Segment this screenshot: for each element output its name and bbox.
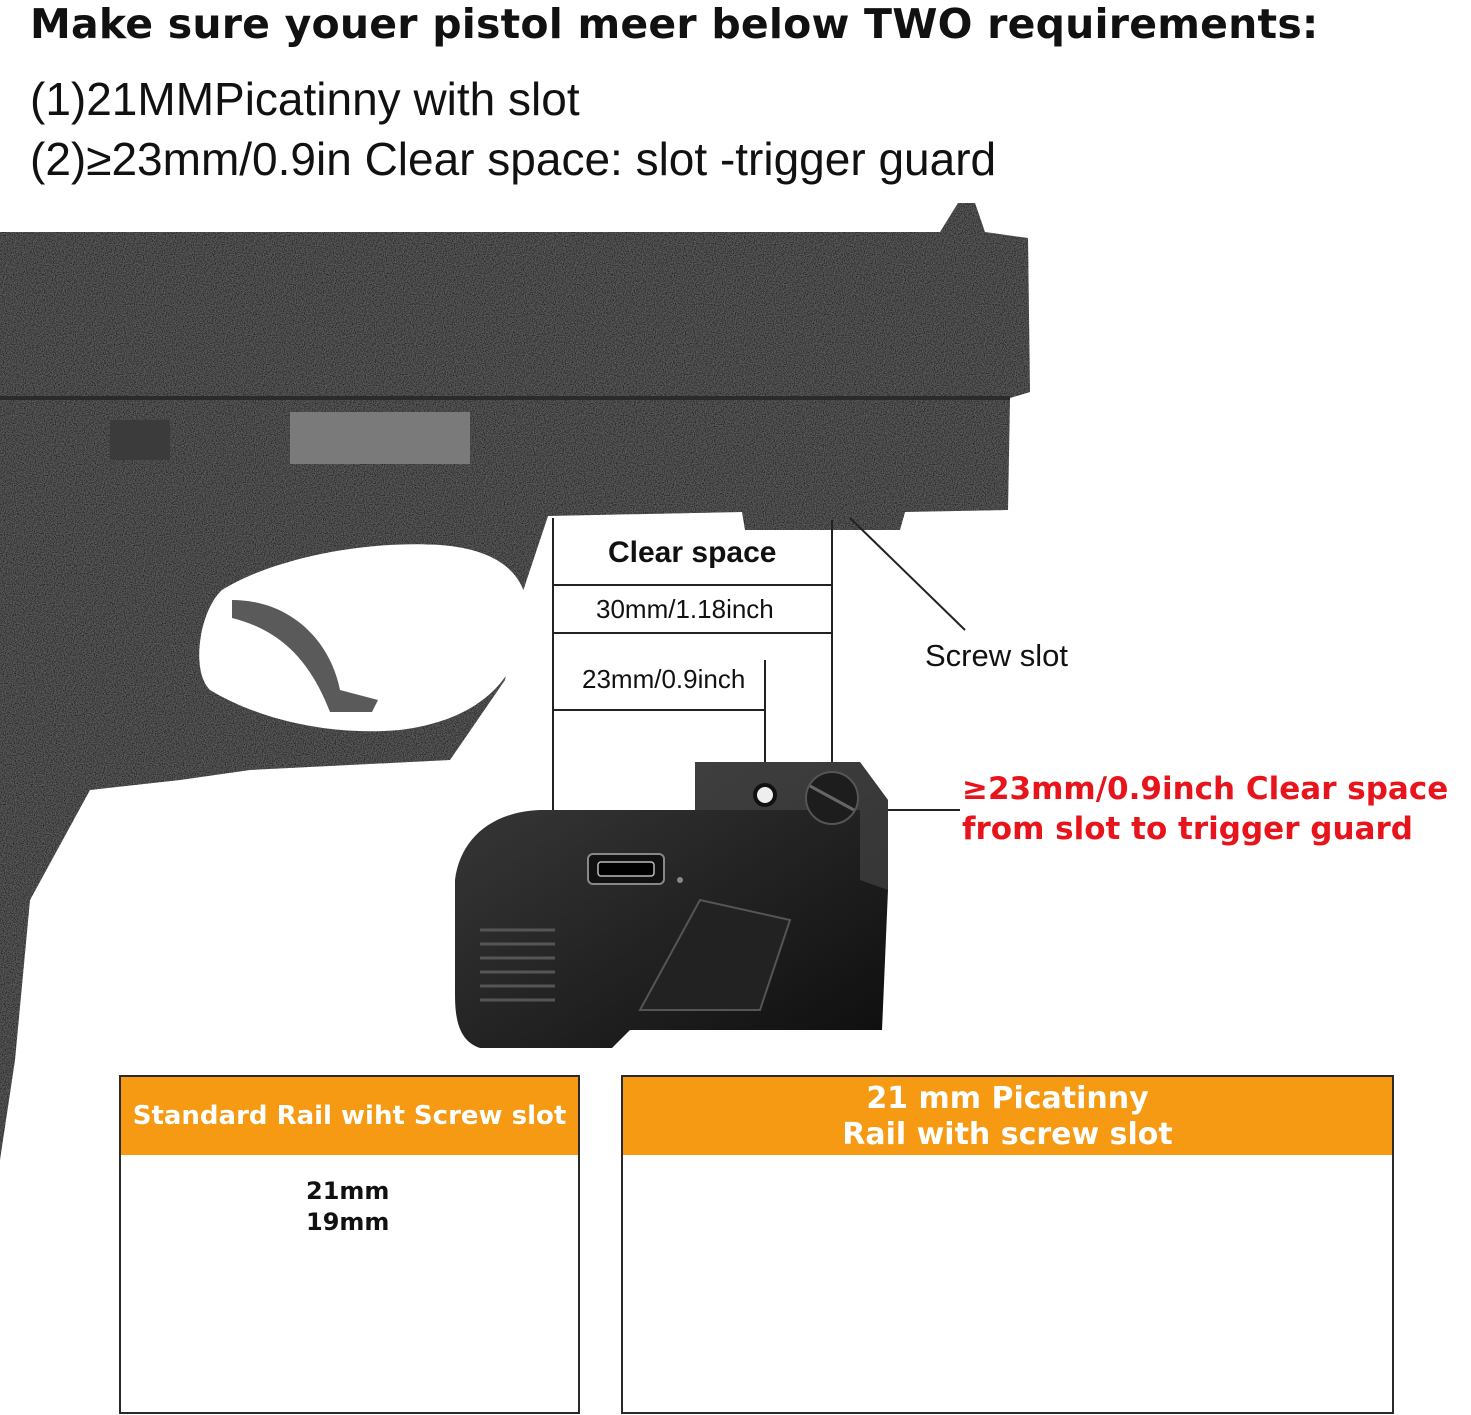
clear-space-note-line2: from slot to trigger guard — [962, 811, 1413, 847]
picatinny-rail-panel-title: 21 mm Picatinny Rail with screw slot — [623, 1077, 1392, 1155]
picatinny-title-line1: 21 mm Picatinny — [866, 1081, 1149, 1116]
screw-slot-label: Screw slot — [925, 638, 1068, 673]
rail-width-19mm-label: 19mm — [306, 1208, 390, 1236]
measure-30mm-label: 30mm/1.18inch — [596, 594, 774, 624]
picatinny-rail-panel: 21 mm Picatinny Rail with screw slot — [621, 1075, 1394, 1414]
pistol-illustration — [0, 203, 1030, 1160]
measure-23mm-label: 23mm/0.9inch — [582, 664, 746, 694]
clear-space-label: Clear space — [608, 536, 777, 569]
requirement-2: (2)≥23mm/0.9in Clear space: slot -trigge… — [30, 133, 997, 185]
usb-port-icon — [587, 853, 665, 885]
picatinny-title-line2: Rail with screw slot — [842, 1117, 1173, 1152]
laser-sight-illustration — [455, 762, 888, 1048]
clear-space-note-line1: ≥23mm/0.9inch Clear space — [962, 771, 1449, 807]
page-headline: Make sure youer pistol meer below TWO re… — [30, 0, 1319, 48]
rail-width-21mm-label: 21mm — [306, 1177, 390, 1205]
requirement-1: (1)21MMPicatinny with slot — [30, 73, 580, 125]
standard-rail-panel: Standard Rail wiht Screw slot — [119, 1075, 580, 1414]
standard-rail-panel-title: Standard Rail wiht Screw slot — [121, 1077, 578, 1155]
